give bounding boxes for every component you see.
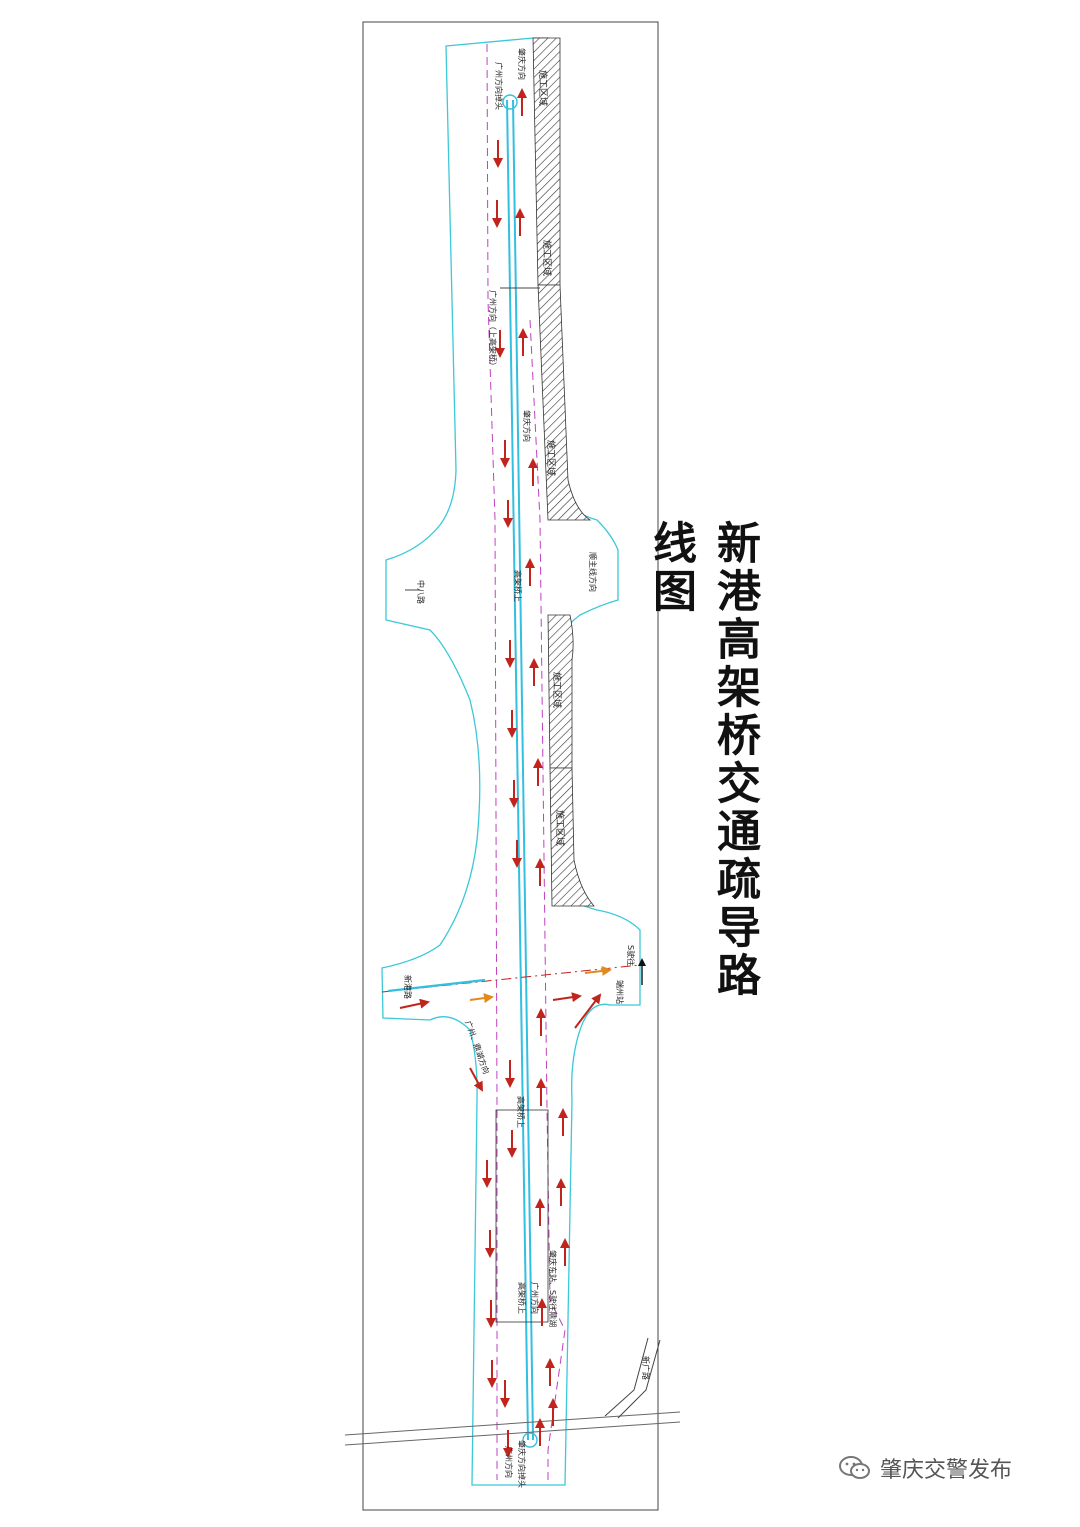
traffic-arrow <box>399 998 430 1009</box>
label-to-bridge: 高架桥上 <box>513 570 523 602</box>
label-hatch-4: 施工区域 <box>551 672 563 708</box>
label-hatch-2: 施工区域 <box>541 240 553 276</box>
label-lower-up: 高架桥上 <box>516 1096 526 1128</box>
watermark-text: 肇庆交警发布 <box>880 1458 1013 1483</box>
label-zhongba-road: 中八路 <box>416 580 426 604</box>
dash-lane-left <box>486 43 498 1480</box>
traffic-arrow <box>584 965 612 976</box>
map-labels: 肇庆方向 广州方向掉头 施工区域 施工区域 广州方向（上高架桥） 肇庆方向 施工… <box>403 48 651 1488</box>
dash-lane-right <box>529 319 566 1480</box>
label-lower-up-2: 高架桥上 <box>517 1282 527 1314</box>
label-hatch-5: 施工区域 <box>554 810 566 846</box>
hatch-block-4 <box>549 767 595 907</box>
traffic-arrow <box>574 993 602 1029</box>
label-bottom-dir: 肇庆方向掉头 <box>517 1440 527 1488</box>
label-hatch-3: 施工区域 <box>545 440 557 476</box>
drawing-frame <box>362 21 659 1511</box>
label-ramp-note: 肇庆东站、S驶往鼎湖 <box>548 1250 558 1327</box>
viaduct-centerline <box>506 99 534 1441</box>
label-right-east-a: S驶往 <box>626 945 636 966</box>
wechat-icon <box>839 1456 870 1479</box>
traffic-arrow <box>552 992 582 1003</box>
title-container: 新港高架桥交通疏导路线图 <box>645 520 760 1040</box>
label-right-road: 新广路 <box>641 1356 651 1380</box>
hatch-block-3 <box>547 614 574 769</box>
traffic-arrows <box>399 88 602 1458</box>
watermark: 肇庆交警发布 <box>838 1452 1012 1484</box>
label-bottom-gz: 广州方向 <box>504 1446 514 1478</box>
label-top-dir: 肇庆方向 <box>517 48 527 80</box>
hatch-block-2 <box>537 284 592 521</box>
label-top-lane: 广州方向掉头 <box>494 62 504 110</box>
label-gz-jiangxi: 广州、鼎湖方向 <box>463 1019 492 1075</box>
road-outline <box>381 37 641 1486</box>
traffic-arrow <box>469 1067 483 1092</box>
page-title: 新港高架桥交通疏导路线图 <box>645 520 760 1000</box>
traffic-arrow <box>469 993 494 1004</box>
label-mid-dir: 广州方向（上高架桥） <box>488 290 498 370</box>
side-road <box>604 1337 661 1419</box>
label-right-east-b: 端州站 <box>615 980 625 1004</box>
label-lower-dir: 广州方向 <box>530 1282 540 1314</box>
label-left-block: 新港路 <box>403 975 413 999</box>
label-hatch-1: 施工区域 <box>537 70 549 106</box>
label-zhaoqing-dir: 肇庆方向 <box>522 410 532 442</box>
label-right-block: 顺主线方向 <box>588 552 598 592</box>
turn-arrows <box>469 965 612 1004</box>
